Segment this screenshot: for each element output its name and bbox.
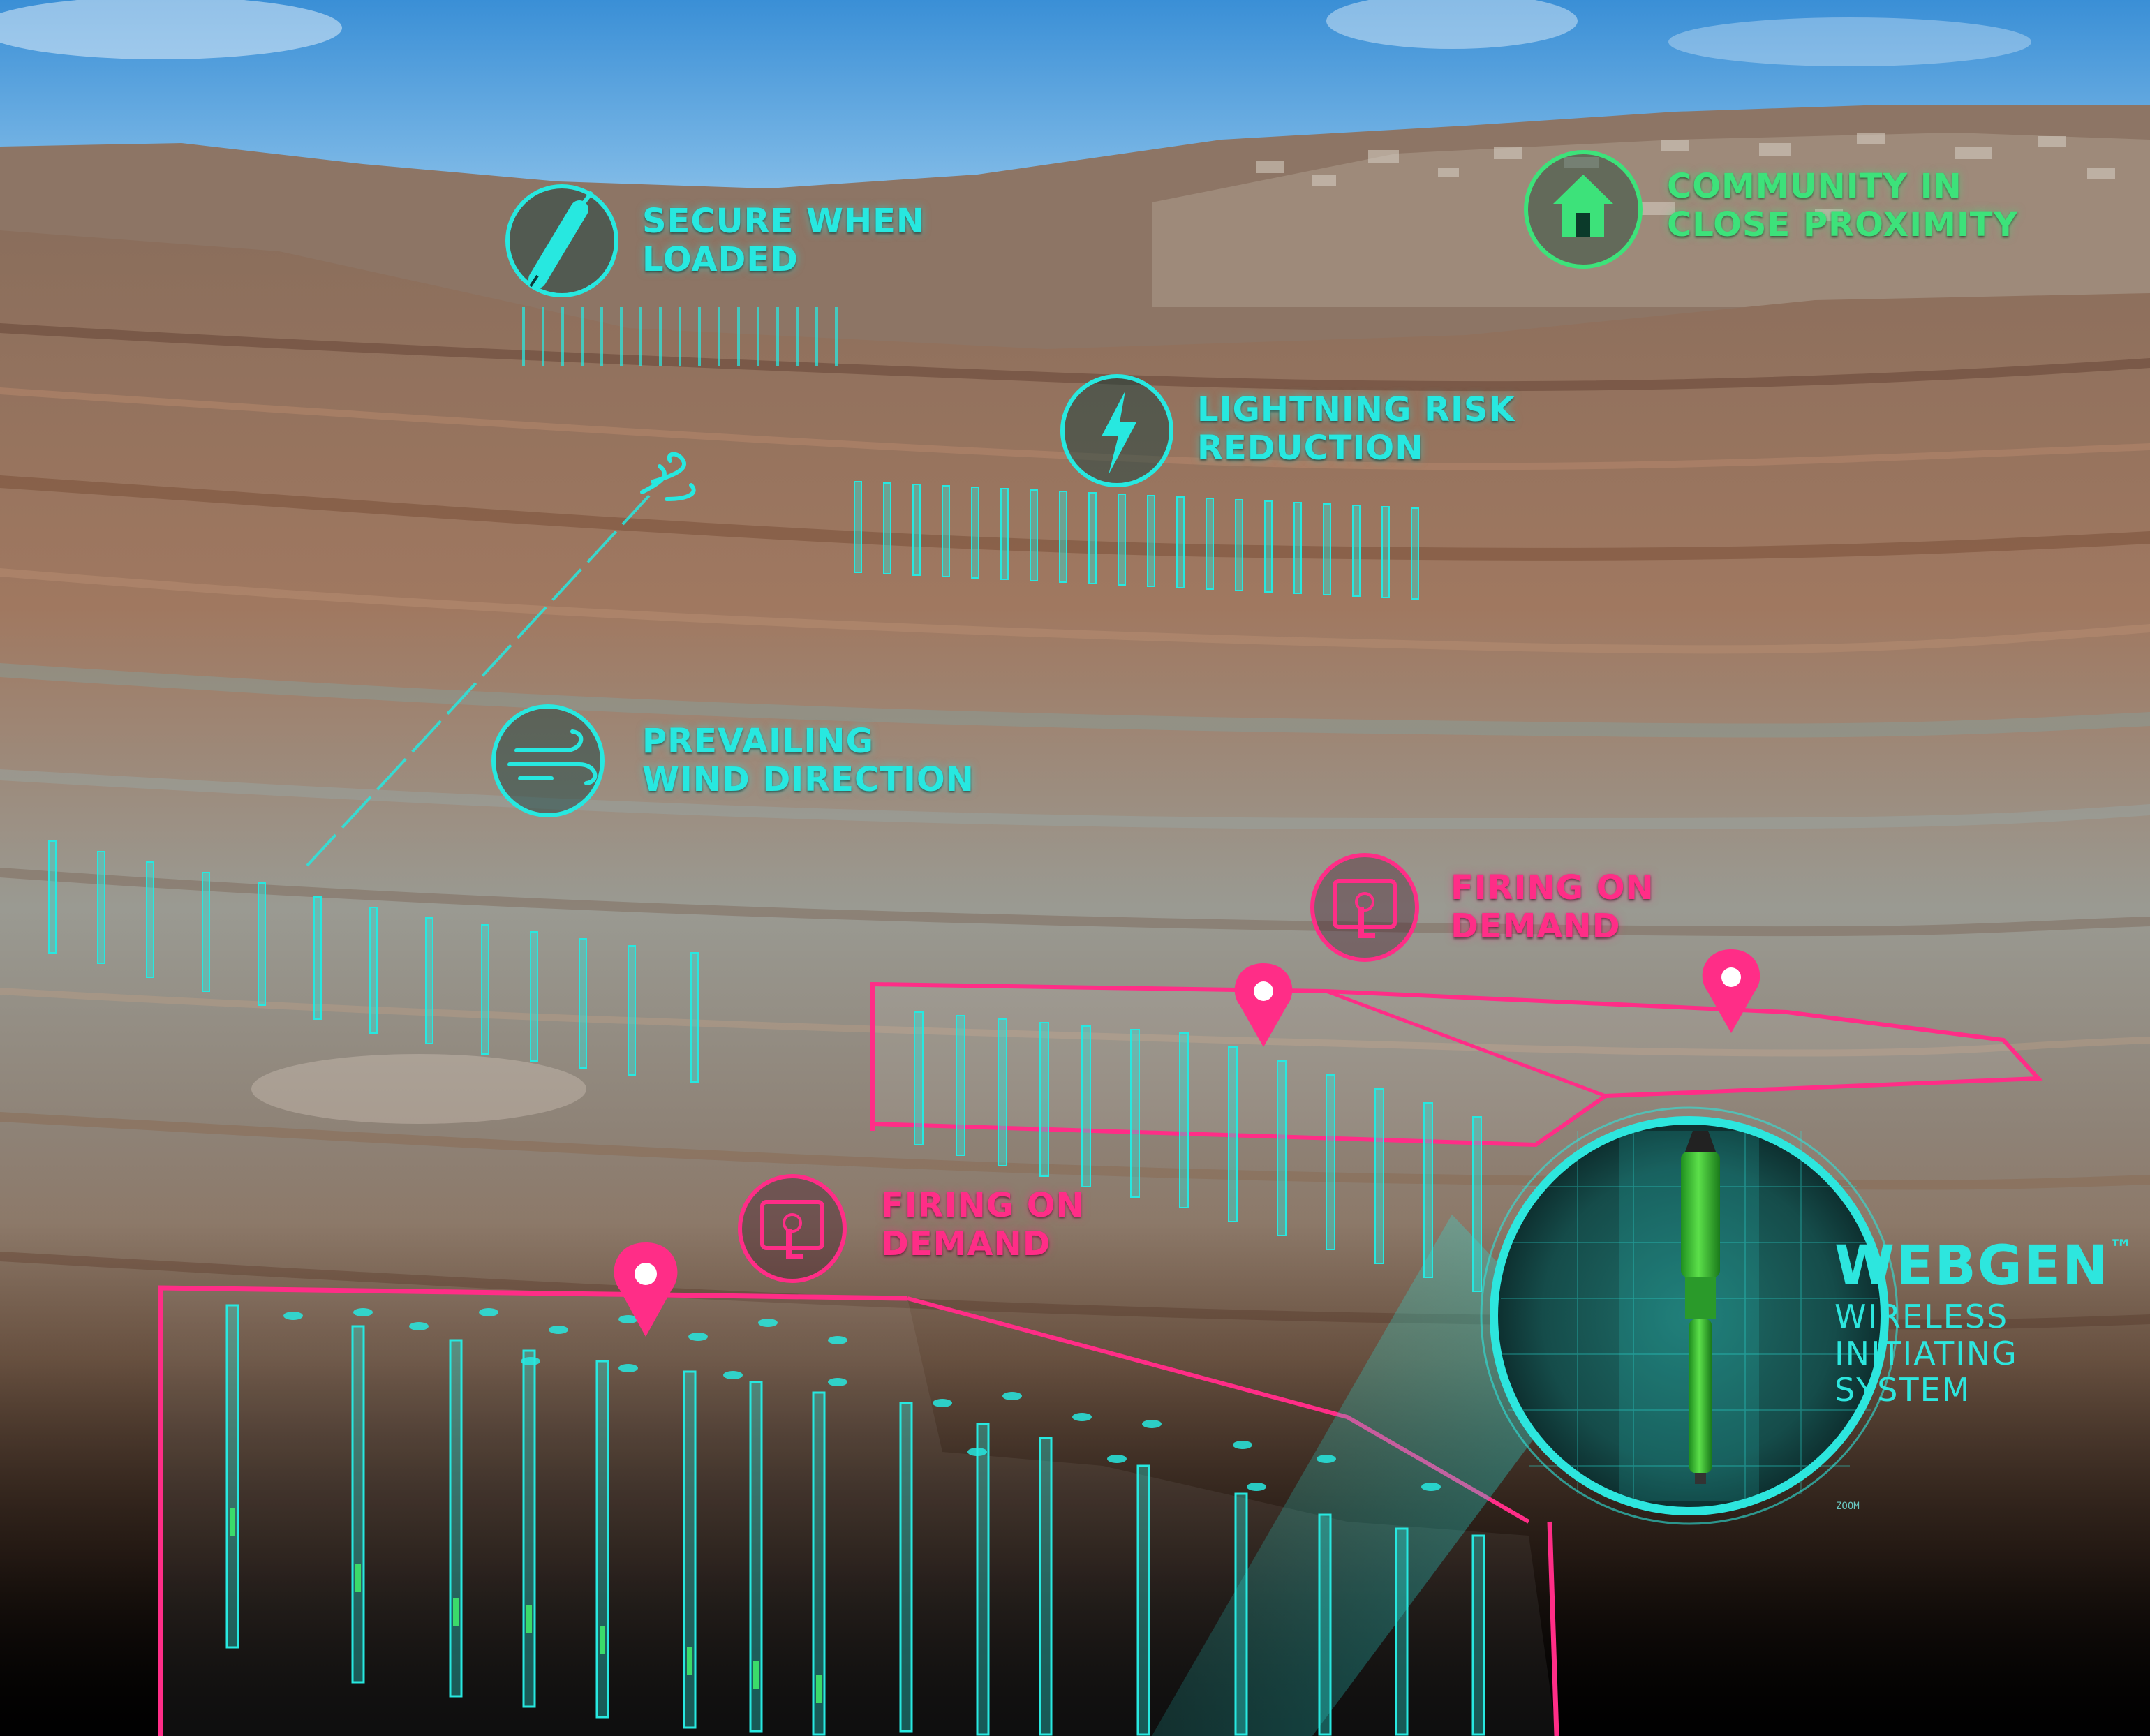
callout-line: DEMAND (881, 1224, 1051, 1264)
product-line-3: SYSTEM (1834, 1371, 1971, 1409)
wind-gust-icon (640, 452, 696, 501)
webgen-magnifier-lens (1480, 1106, 1899, 1525)
callout-line: REDUCTION (1197, 429, 1424, 468)
callout-secure-when-loaded: SECURE WHEN LOADED (642, 202, 925, 279)
callout-line: FIRING ON (881, 1186, 1085, 1225)
map-pin-icon (1702, 949, 1760, 1033)
callout-line: FIRING ON (1451, 868, 1654, 907)
callout-prevailing-wind: PREVAILING WIND DIRECTION (642, 722, 974, 799)
callout-line: PREVAILING (642, 722, 874, 761)
map-pin-icon (1234, 963, 1293, 1047)
callout-line: DEMAND (1451, 907, 1621, 947)
callout-line: CLOSE PROXIMITY (1667, 205, 2019, 245)
callout-firing-on-demand-lower: FIRING ON DEMAND (881, 1186, 1085, 1264)
zoom-note: ZOOM (1836, 1501, 1860, 1512)
trademark-mark: ™ (2109, 1235, 2135, 1263)
callout-line: LOADED (642, 240, 799, 280)
callout-line: LIGHTNING RISK (1197, 390, 1515, 429)
callout-firing-on-demand-upper: FIRING ON DEMAND (1451, 868, 1654, 947)
house-icon (1524, 150, 1643, 269)
tap-tablet-icon (1310, 853, 1419, 962)
product-line-2: INITIATING (1834, 1334, 2018, 1372)
detonator-icon (505, 184, 618, 297)
product-line-1: WIRELESS (1834, 1297, 2009, 1335)
map-pin-icon (614, 1242, 678, 1337)
callout-lightning-risk: LIGHTNING RISK REDUCTION (1197, 390, 1515, 468)
tap-tablet-icon (738, 1174, 847, 1283)
callout-line: SECURE WHEN (642, 202, 926, 241)
callout-line: WIND DIRECTION (642, 760, 974, 800)
product-name: WEBGEN™ (1834, 1235, 2135, 1298)
product-name-text: WEBGEN (1834, 1235, 2110, 1298)
wind-icon (491, 704, 605, 817)
callout-community: COMMUNITY IN CLOSE PROXIMITY (1667, 167, 2019, 245)
lightning-bolt-icon (1060, 374, 1173, 487)
callout-line: COMMUNITY IN (1667, 167, 1962, 206)
webgen-product-label: WEBGEN™ WIRELESS INITIATING SYSTEM (1834, 1235, 2135, 1409)
